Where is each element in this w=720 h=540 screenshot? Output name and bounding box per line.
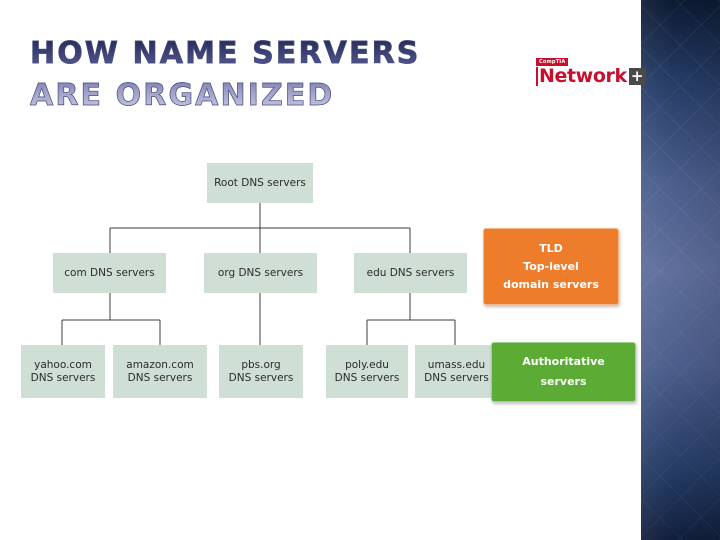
callout-tld: TLD Top-level domain servers	[483, 228, 619, 305]
node-label: edu DNS servers	[366, 266, 455, 279]
callout-authoritative-servers: Authoritative servers	[491, 342, 636, 402]
node-org-dns-servers[interactable]: org DNS servers	[204, 253, 317, 293]
callout-auth-line-2: servers	[540, 375, 587, 388]
callout-tld-line-2: Top-level	[523, 259, 579, 273]
callout-tld-line-3: domain servers	[503, 277, 599, 291]
node-label-line-1: poly.edu	[345, 358, 389, 371]
network-wordmark: Network	[539, 65, 627, 87]
node-label: Root DNS servers	[214, 176, 306, 189]
node-label-line-2: DNS servers	[30, 371, 96, 384]
node-label-line-1: pbs.org	[241, 358, 281, 371]
plus-badge-icon: +	[628, 67, 646, 85]
node-amazon-dns-servers[interactable]: amazon.com DNS servers	[113, 345, 207, 398]
node-label-line-2: DNS servers	[228, 371, 294, 384]
logo-wordmark: Network +	[536, 67, 646, 86]
node-label: org DNS servers	[217, 266, 304, 279]
comptia-network-plus-logo: CompTIA Network +	[536, 52, 646, 86]
node-label-line-2: DNS servers	[127, 371, 193, 384]
node-label-line-1: yahoo.com	[34, 358, 92, 371]
node-umass-dns-servers[interactable]: umass.edu DNS servers	[415, 345, 498, 398]
page-title-line-2: Are Organized	[30, 78, 335, 114]
band-sheen	[641, 0, 720, 540]
node-label-line-1: umass.edu	[427, 358, 486, 371]
page-title: How Name Servers Are Organized	[30, 33, 450, 117]
page-title-line-1: How Name Servers	[30, 36, 421, 72]
callout-auth-line-1: Authoritative	[522, 355, 605, 368]
node-label-line-1: amazon.com	[126, 358, 194, 371]
node-com-dns-servers[interactable]: com DNS servers	[53, 253, 166, 293]
comptia-brand-label: CompTIA	[536, 58, 569, 66]
node-label-line-2: DNS servers	[424, 371, 489, 384]
logo-stack: CompTIA Network +	[536, 58, 646, 86]
node-pbs-dns-servers[interactable]: pbs.org DNS servers	[219, 345, 303, 398]
argyle-pattern	[641, 0, 720, 540]
node-yahoo-dns-servers[interactable]: yahoo.com DNS servers	[21, 345, 105, 398]
node-root-dns-servers[interactable]: Root DNS servers	[207, 163, 313, 203]
node-label: com DNS servers	[64, 266, 155, 279]
callout-tld-line-1: TLD	[539, 241, 563, 255]
node-poly-dns-servers[interactable]: poly.edu DNS servers	[326, 345, 408, 398]
logo-red-bar-icon	[536, 67, 538, 86]
node-label-line-2: DNS servers	[334, 371, 400, 384]
decorative-right-band	[641, 0, 720, 540]
node-edu-dns-servers[interactable]: edu DNS servers	[354, 253, 467, 293]
